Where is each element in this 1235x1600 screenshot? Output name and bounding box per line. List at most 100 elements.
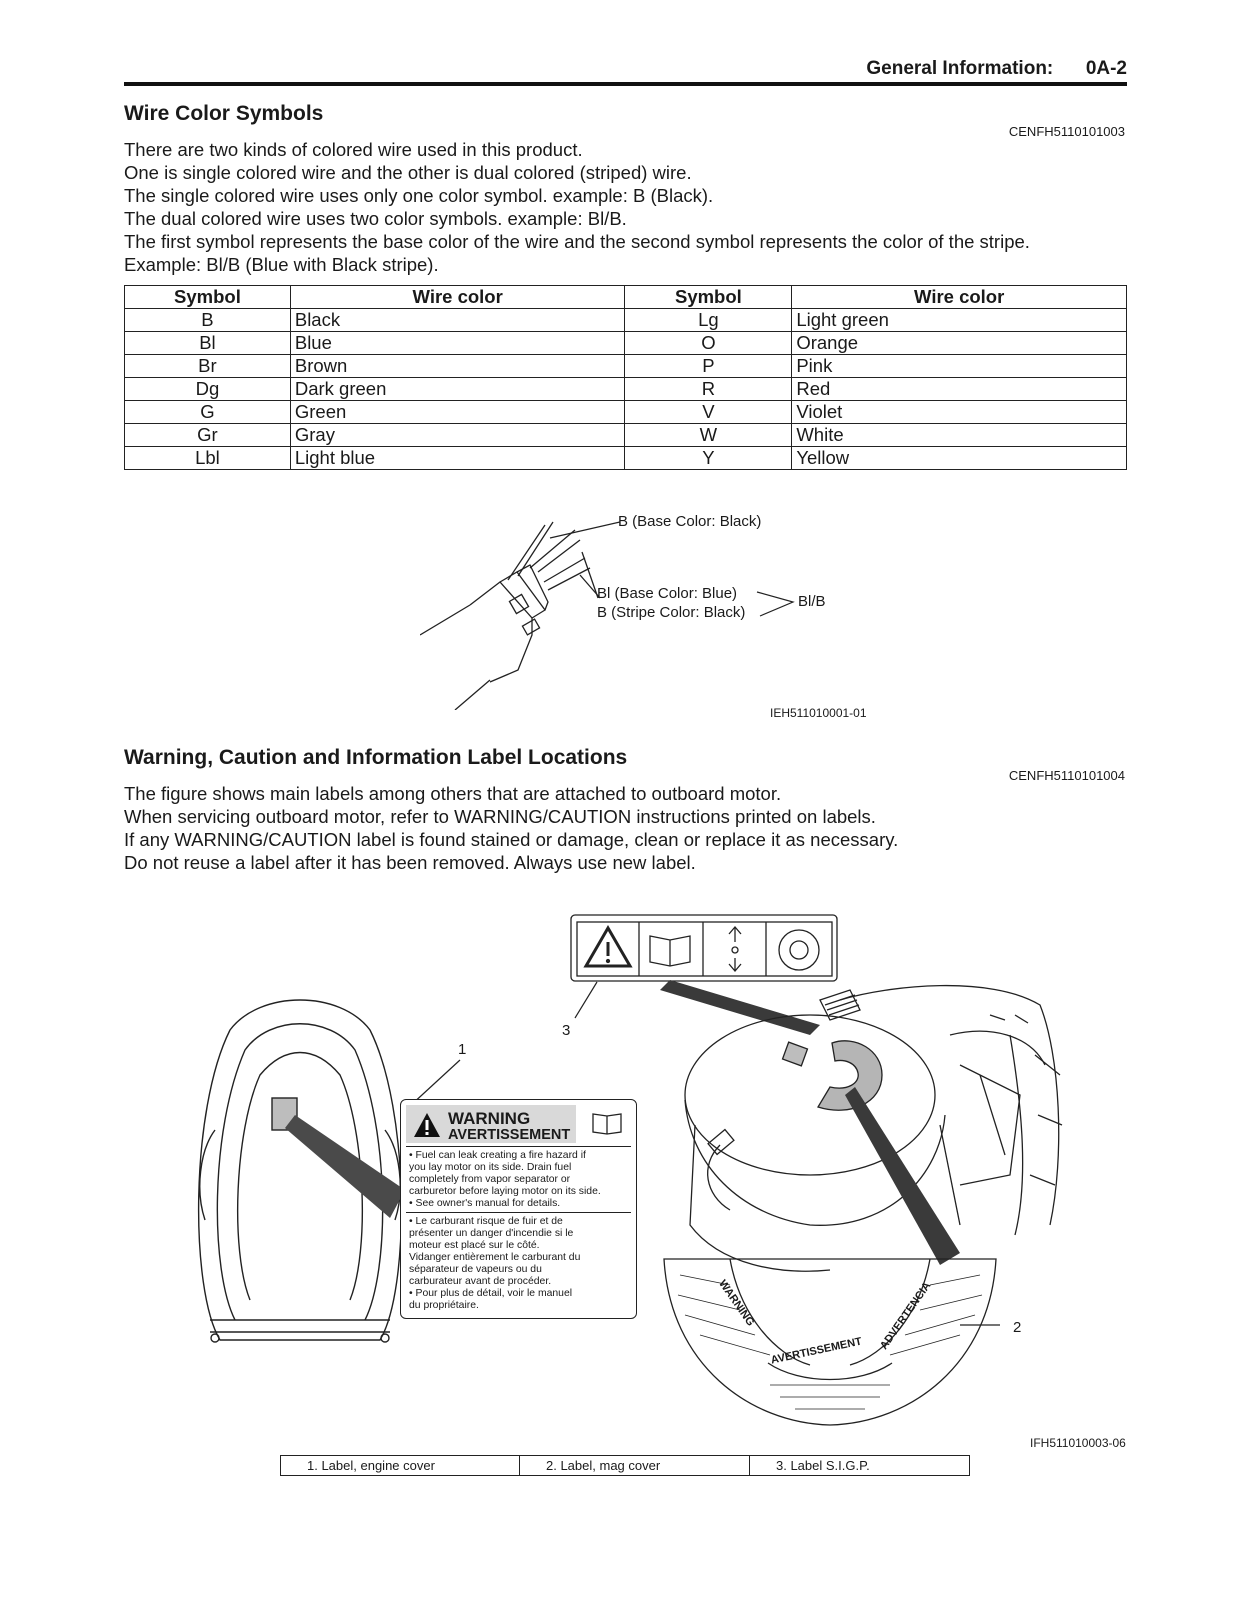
wire-color-doc-code: CENFH5110101003 xyxy=(1008,124,1125,139)
table-row: Br Brown P Pink xyxy=(124,354,1127,378)
caption-cell: 3. Label S.I.G.P. xyxy=(749,1455,970,1476)
symbol-cell: B xyxy=(124,308,291,332)
column-header: Symbol xyxy=(124,285,291,309)
color-cell: Light green xyxy=(791,308,1127,332)
symbol-cell: W xyxy=(624,423,793,447)
header-rule xyxy=(124,82,1127,86)
paragraph-line: The dual colored wire uses two color sym… xyxy=(124,208,627,229)
label-base-black: B (Base Color: Black) xyxy=(618,513,762,530)
paragraph-line: The figure shows main labels among other… xyxy=(124,783,782,804)
table-row: 1. Label, engine cover 2. Label, mag cov… xyxy=(280,1455,970,1476)
symbol-cell: V xyxy=(624,400,793,424)
caption-cell: 1. Label, engine cover xyxy=(280,1455,520,1476)
mag-cover-label-drawing xyxy=(663,1258,1000,1426)
label-divider xyxy=(406,1146,631,1147)
warning-line: séparateur de vapeurs ou du xyxy=(409,1264,542,1275)
label-locations-doc-code: CENFH5110101004 xyxy=(1008,768,1125,783)
table-header-row: Symbol Wire color Symbol Wire color xyxy=(124,285,1127,309)
callout-1: 1 xyxy=(458,1041,467,1058)
color-cell: Green xyxy=(289,400,626,424)
engine-cover-drawing xyxy=(197,999,405,1343)
paragraph-line: Example: Bl/B (Blue with Black stripe). xyxy=(124,254,439,275)
warning-triangle-icon xyxy=(414,1113,440,1137)
warning-line: completely from vapor separator or xyxy=(409,1174,571,1185)
warning-subtitle: AVERTISSEMENT xyxy=(448,1127,571,1143)
callout-3: 3 xyxy=(562,1022,571,1039)
paragraph-line: One is single colored wire and the other… xyxy=(124,162,692,183)
warning-text-fr: • Le carburant risque de fuir et de prés… xyxy=(409,1216,627,1312)
label-combined: Bl/B xyxy=(798,593,826,610)
color-cell: Blue xyxy=(289,331,626,355)
warning-title: WARNING xyxy=(448,1109,531,1128)
label-locations-heading: Warning, Caution and Information Label L… xyxy=(124,746,628,769)
label-divider xyxy=(406,1212,631,1213)
symbol-cell: Bl xyxy=(124,331,291,355)
color-cell: Orange xyxy=(791,331,1127,355)
warning-line: carburateur avant de procéder. xyxy=(409,1276,552,1287)
callout-1-leader xyxy=(409,1059,461,1107)
callout-3-leader xyxy=(574,981,598,1019)
warning-line: you lay motor on its side. Drain fuel xyxy=(409,1162,572,1173)
warning-line: présenter un danger d'incendie si le xyxy=(409,1228,574,1239)
callout-2: 2 xyxy=(1013,1319,1022,1336)
color-cell: Pink xyxy=(791,354,1127,378)
color-cell: Violet xyxy=(791,400,1127,424)
header-page-number: 0A-2 xyxy=(1085,58,1127,79)
wire-color-intro: There are two kinds of colored wire used… xyxy=(124,138,1030,276)
symbol-cell: Y xyxy=(624,446,793,470)
color-cell: White xyxy=(791,423,1127,447)
symbol-cell: Gr xyxy=(124,423,291,447)
warning-line: moteur est placé sur le côté. xyxy=(409,1240,540,1251)
symbol-cell: O xyxy=(624,331,793,355)
color-cell: Gray xyxy=(289,423,626,447)
warning-text-en: • Fuel can leak creating a fire hazard i… xyxy=(409,1150,627,1210)
table-row: G Green V Violet xyxy=(124,400,1127,424)
table-row: Dg Dark green R Red xyxy=(124,377,1127,401)
table-row: Bl Blue O Orange xyxy=(124,331,1127,355)
color-cell: Black xyxy=(289,308,626,332)
warning-line: • Pour plus de détail, voir le manuel xyxy=(409,1288,573,1299)
warning-label-header: WARNING AVERTISSEMENT xyxy=(406,1105,576,1143)
table-row: B Black Lg Light green xyxy=(124,308,1127,332)
table-row: Gr Gray W White xyxy=(124,423,1127,447)
paragraph-line: The first symbol represents the base col… xyxy=(124,231,1030,252)
label-base-blue: Bl (Base Color: Blue) xyxy=(597,585,738,602)
figure-code: IEH511010001-01 xyxy=(770,706,867,720)
warning-line: • Fuel can leak creating a fire hazard i… xyxy=(409,1150,586,1161)
warning-line: carburetor before laying motor on its si… xyxy=(409,1186,601,1197)
paragraph-line: Do not reuse a label after it has been r… xyxy=(124,852,696,873)
color-cell: Light blue xyxy=(289,446,626,470)
warning-line: • Le carburant risque de fuir et de xyxy=(409,1216,563,1227)
paragraph-line: There are two kinds of colored wire used… xyxy=(124,139,583,160)
table-row: Lbl Light blue Y Yellow xyxy=(124,446,1127,470)
paragraph-line: The single colored wire uses only one co… xyxy=(124,185,714,206)
color-cell: Brown xyxy=(289,354,626,378)
column-header: Wire color xyxy=(289,285,626,309)
color-cell: Dark green xyxy=(289,377,626,401)
powerhead-drawing xyxy=(660,980,1063,1272)
symbol-cell: Lg xyxy=(624,308,793,332)
caption-cell: 2. Label, mag cover xyxy=(519,1455,750,1476)
symbol-cell: G xyxy=(124,400,291,424)
symbol-cell: P xyxy=(624,354,793,378)
warning-label: WARNING AVERTISSEMENT • Fuel can leak cr… xyxy=(400,1099,637,1319)
wire-color-heading: Wire Color Symbols xyxy=(124,102,324,125)
color-cell: Red xyxy=(791,377,1127,401)
bracket-lines xyxy=(756,591,795,617)
column-header: Symbol xyxy=(624,285,793,309)
wire-connector-drawing xyxy=(420,521,620,710)
label-stripe-black: B (Stripe Color: Black) xyxy=(597,604,746,621)
column-header: Wire color xyxy=(791,285,1127,309)
figure-caption-table: 1. Label, engine cover 2. Label, mag cov… xyxy=(280,1455,970,1476)
header-section: General Information: xyxy=(866,58,1054,79)
figure-code: IFH511010003-06 xyxy=(1030,1436,1126,1450)
symbol-cell: Lbl xyxy=(124,446,291,470)
color-cell: Yellow xyxy=(791,446,1127,470)
running-header: General Information: 0A-2 xyxy=(866,58,1127,80)
warning-line: du propriétaire. xyxy=(409,1300,479,1311)
symbol-cell: Dg xyxy=(124,377,291,401)
symbol-cell: Br xyxy=(124,354,291,378)
label-locations-intro: The figure shows main labels among other… xyxy=(124,782,898,874)
warning-line: • See owner's manual for details. xyxy=(409,1198,561,1209)
warning-line: Vidanger entièrement le carburant du xyxy=(409,1252,581,1263)
